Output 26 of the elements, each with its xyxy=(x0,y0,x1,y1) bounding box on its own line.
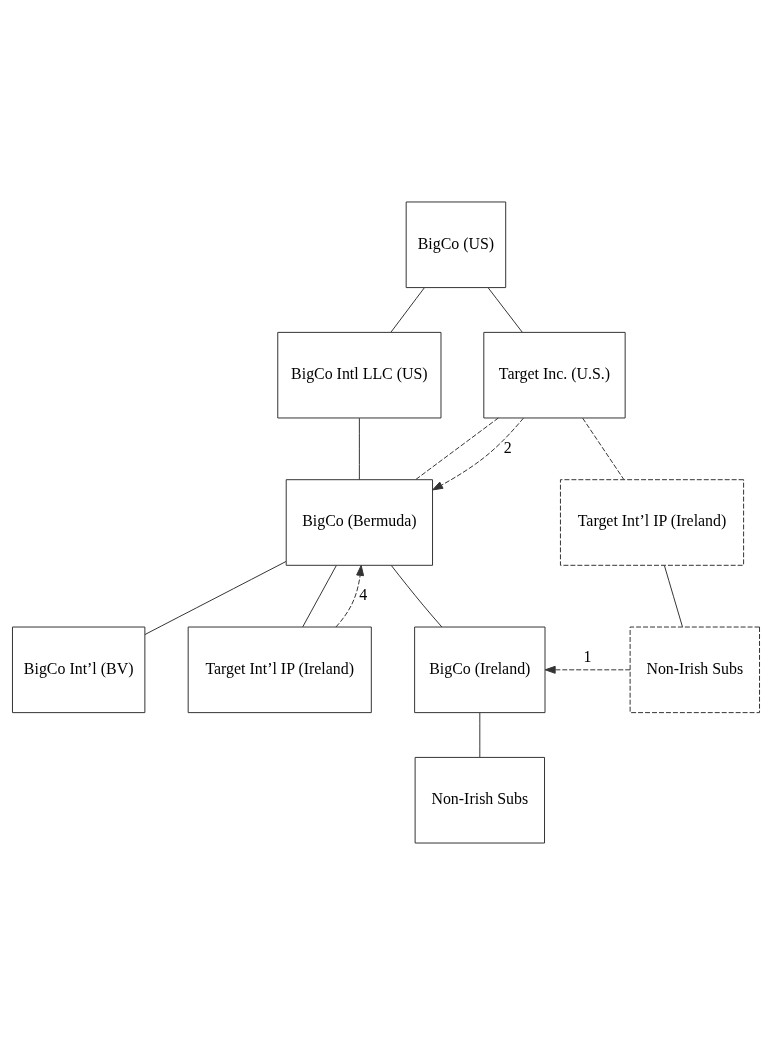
connector xyxy=(487,287,523,333)
connector xyxy=(479,712,481,758)
node-box: Target Int’l IP (Ireland) xyxy=(187,626,372,714)
node-box: BigCo Intl LLC (US) xyxy=(277,331,442,419)
connector xyxy=(582,417,625,481)
connector xyxy=(390,564,443,628)
node-box: Non-Irish Subs xyxy=(629,626,760,714)
connector xyxy=(663,565,683,628)
edge-label: 1 xyxy=(583,647,592,665)
connector xyxy=(302,565,337,628)
connector xyxy=(390,287,425,333)
edge-label: 4 xyxy=(359,585,368,603)
arrow xyxy=(432,417,524,491)
node-box: BigCo (US) xyxy=(405,201,507,289)
node-box: BigCo (Bermuda) xyxy=(285,479,434,566)
arrow xyxy=(335,564,365,628)
edge-label: 2 xyxy=(503,438,512,456)
node-box: Target Int’l IP (Ireland) xyxy=(559,479,745,566)
connector xyxy=(358,417,360,481)
connector xyxy=(144,561,287,636)
node-box: Non-Irish Subs xyxy=(414,756,545,844)
arrow xyxy=(544,665,631,674)
connector xyxy=(415,417,499,480)
node-box: Target Inc. (U.S.) xyxy=(483,331,626,419)
node-box: BigCo Int’l (BV) xyxy=(12,626,146,714)
node-box: BigCo (Ireland) xyxy=(414,626,546,714)
